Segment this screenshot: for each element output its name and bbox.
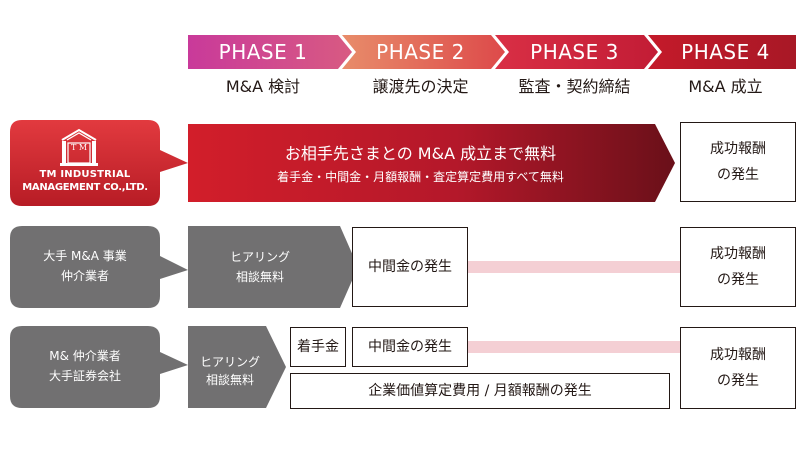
broker-interim-box: 中間金の発生 <box>352 327 468 367</box>
big-broker-success-fee-box: 成功報酬 の発生 <box>680 227 796 307</box>
phase-2-caption: 譲渡先の決定 <box>372 77 469 96</box>
big-broker-connector <box>468 261 680 273</box>
broker-name-line2: 大手証券会社 <box>48 369 121 383</box>
broker-valuation-box: 企業価値算定費用 / 月額報酬の発生 <box>290 373 670 409</box>
big-broker-name-line1: 大手 M&A 事業 <box>43 249 127 263</box>
broker-bubble <box>10 326 188 408</box>
broker-retainer-label: 着手金 <box>297 339 339 355</box>
broker-name-line1: M& 仲介業者 <box>49 349 121 363</box>
tm-logo-name-line1: TM INDUSTRIAL <box>39 169 131 180</box>
broker-valuation-label: 企業価値算定費用 / 月額報酬の発生 <box>368 383 592 399</box>
tm-success-fee-box: 成功報酬 の発生 <box>680 122 796 202</box>
big-broker-interim-box: 中間金の発生 <box>352 227 468 307</box>
broker-interim-label: 中間金の発生 <box>368 339 452 355</box>
phase-4-caption: M&A 成立 <box>688 77 763 96</box>
broker-success-line1: 成功報酬 <box>710 347 766 363</box>
big-broker-name-line2: 仲介業者 <box>60 269 109 283</box>
big-broker-success-line2: の発生 <box>717 272 759 288</box>
big-broker-success-line1: 成功報酬 <box>710 246 766 262</box>
broker-success-line2: の発生 <box>717 373 759 389</box>
free-until-close-band <box>188 124 675 202</box>
big-broker-hearing-line1: ヒアリング <box>229 250 290 264</box>
broker-hearing-line1: ヒアリング <box>199 355 260 369</box>
tm-logo-icon <box>60 128 98 166</box>
big-broker-hearing-line2: 相談無料 <box>235 270 284 284</box>
broker-hearing-chevron <box>188 326 286 408</box>
big-broker-hearing-chevron <box>188 226 358 308</box>
band-title: お相手先さまとの M&A 成立まで無料 <box>284 144 557 163</box>
phase-3-label: PHASE 3 <box>530 40 619 64</box>
phase-2-label: PHASE 2 <box>376 40 465 64</box>
broker-connector <box>468 341 680 353</box>
broker-success-fee-box: 成功報酬 の発生 <box>680 327 796 409</box>
tm-success-fee-line1: 成功報酬 <box>710 141 766 157</box>
tm-success-fee-line2: の発生 <box>717 167 759 183</box>
phase-1-label: PHASE 1 <box>218 40 308 64</box>
phase-4-label: PHASE 4 <box>681 40 770 64</box>
big-broker-bubble <box>10 226 188 308</box>
tm-logo-name-line2: MANAGEMENT CO.,LTD. <box>22 182 148 193</box>
band-subtitle: 着手金・中間金・月額報酬・査定算定費用すべて無料 <box>277 170 564 184</box>
phase-1-caption: M&A 検討 <box>225 77 301 96</box>
phase-2-chevron <box>342 35 505 69</box>
phase-1-chevron <box>188 35 352 69</box>
big-broker-interim-label: 中間金の発生 <box>368 259 452 275</box>
phase-4-chevron <box>648 35 796 69</box>
broker-retainer-box: 着手金 <box>290 327 346 367</box>
phase-3-caption: 監査・契約締結 <box>518 77 631 96</box>
tm-logo-mark-letters: T M <box>70 143 88 152</box>
broker-hearing-line2: 相談無料 <box>205 373 254 387</box>
phase-chevrons <box>188 35 796 69</box>
phase-3-chevron <box>495 35 658 69</box>
